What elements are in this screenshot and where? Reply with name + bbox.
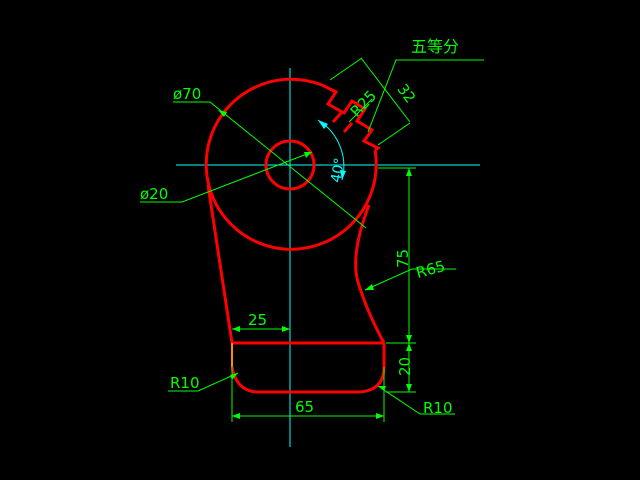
d25-label: 25: [248, 311, 267, 329]
arrow-25-right: [282, 326, 290, 332]
note-label: 五等分: [411, 37, 459, 56]
d20-label: 20: [396, 357, 414, 376]
arrow-r10-right: [378, 386, 386, 391]
dimension-lines: [140, 57, 484, 422]
note-leader: [367, 59, 484, 133]
centerlines: [176, 68, 480, 447]
r10-right-leader: [377, 385, 455, 415]
arrow-65-right: [376, 413, 384, 419]
angle-arrow-bottom: [340, 170, 346, 180]
arrow-r10-left: [230, 373, 238, 380]
part-outline: [204, 77, 386, 394]
slot-cut: [321, 83, 381, 152]
d65-label: 65: [295, 398, 314, 416]
arrow-25-left: [232, 326, 240, 332]
arrow-20-top: [406, 343, 412, 351]
arrowheads: [218, 110, 412, 419]
r25-leader: [348, 98, 373, 123]
d32-ext2: [377, 122, 411, 146]
r10-left-label: R10: [170, 374, 200, 392]
arrow-dia20: [304, 152, 312, 158]
arrow-20-bottom: [406, 384, 412, 392]
r65-leader: [364, 268, 456, 291]
r10-left-leader: [168, 372, 239, 392]
dia20-label: ø20: [140, 185, 168, 203]
slot-detail: [331, 112, 354, 133]
r10-right-label: R10: [423, 399, 453, 417]
inner-circle: [264, 139, 316, 191]
right-curve: [354, 204, 386, 344]
d75-label: 75: [394, 249, 412, 268]
outer-arc: [204, 77, 378, 251]
d32-line: [360, 57, 411, 123]
angle40-label: 40°: [328, 157, 348, 184]
base-left-fillet: [230, 366, 257, 394]
angle-arrows: [318, 120, 346, 180]
angle-arrow-top: [318, 120, 328, 129]
arrow-75-top: [406, 168, 412, 176]
dia70-label: ø70: [173, 85, 201, 103]
arrow-65-left: [232, 413, 240, 419]
arrow-dia70: [218, 110, 227, 117]
arrow-r65: [365, 284, 374, 290]
arrow-75-bottom: [406, 335, 412, 343]
d32-ext1: [329, 57, 363, 81]
dia20-leader: [140, 151, 313, 203]
dia70-leader: [173, 101, 367, 229]
left-side: [206, 184, 234, 344]
